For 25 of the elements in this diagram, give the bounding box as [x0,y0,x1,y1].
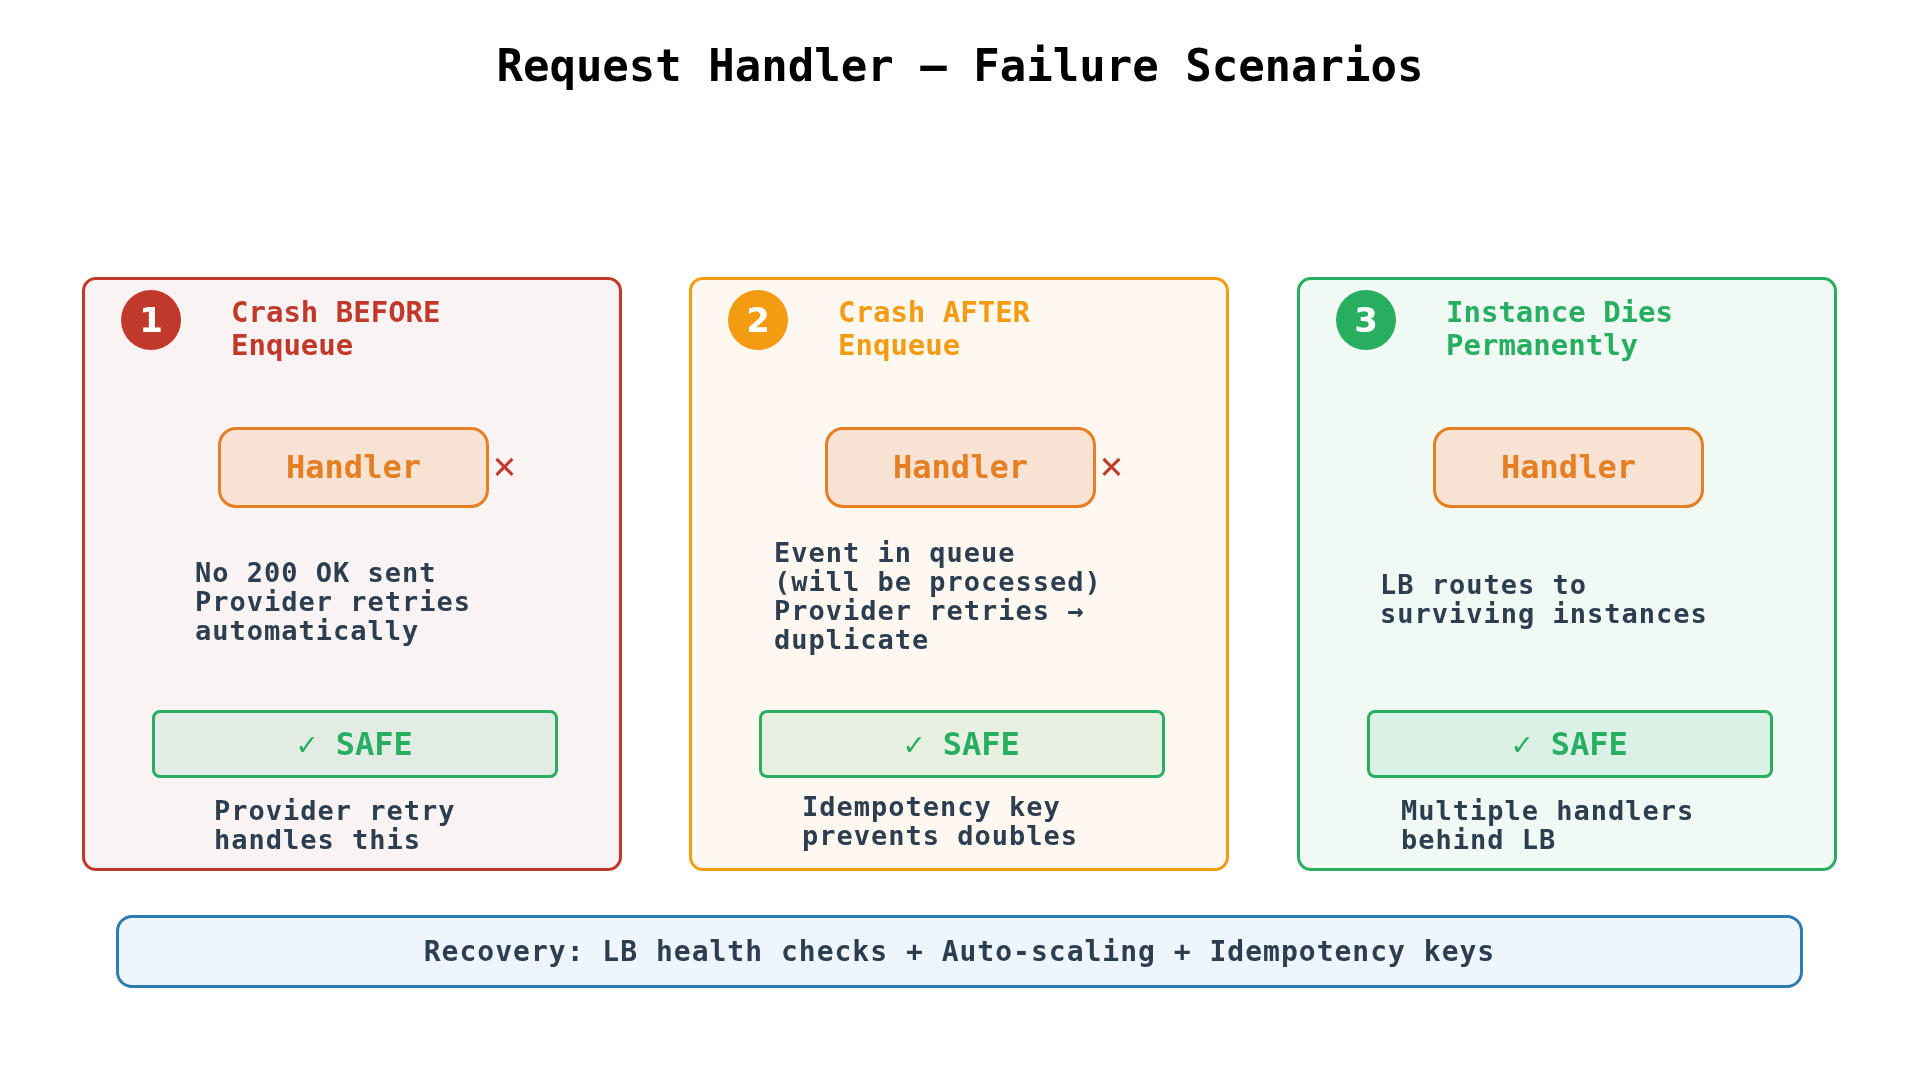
note-text: Multiple handlers behind LB [1401,796,1696,854]
description-text: LB routes to surviving instances [1380,570,1709,628]
note-text: Provider retry handles this [214,796,457,854]
scenario-panel [82,277,622,871]
step-number-badge: 1 [121,290,181,350]
handler-box: Handler [825,427,1096,508]
description-text: No 200 OK sent Provider retries automatically [195,558,473,645]
handler-box: Handler [1433,427,1704,508]
status-box: ✓ SAFE [152,710,558,778]
handler-box: Handler [218,427,489,508]
scenario-panel [689,277,1229,871]
cross-mark: ✕ [1100,445,1123,485]
step-number-badge: 3 [1336,290,1396,350]
title: Request Handler — Failure Scenarios [495,40,1425,91]
status-box: ✓ SAFE [759,710,1165,778]
summary-box: Recovery: LB health checks + Auto-scaling + Idempotency keys [116,915,1803,988]
step-number-badge: 2 [728,290,788,350]
panel-heading: Crash AFTER Enqueue [838,296,1032,362]
panel-heading: Crash BEFORE Enqueue [231,296,442,362]
cross-mark: ✕ [493,445,516,485]
note-text: Idempotency key prevents doubles [802,792,1080,850]
scenario-panel [1297,277,1837,871]
status-box: ✓ SAFE [1367,710,1773,778]
panel-heading: Instance Dies Permanently [1446,296,1674,362]
description-text: Event in queue (will be processed) Provider retries → duplicate [774,538,1103,654]
